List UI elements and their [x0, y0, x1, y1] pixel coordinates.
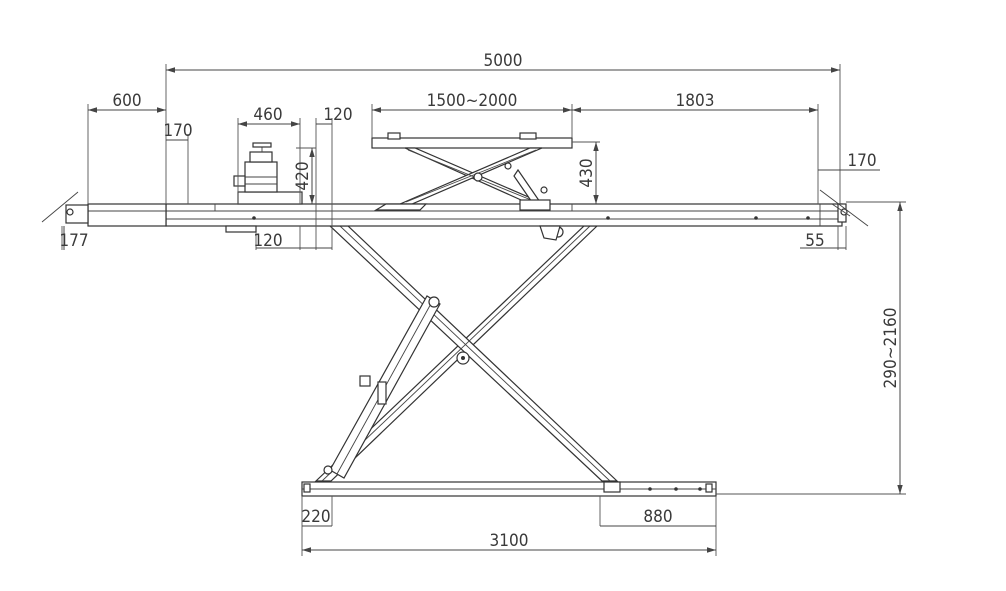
lift-structure [41, 132, 869, 497]
main-deck [165, 203, 843, 227]
extension-lines [61, 64, 906, 556]
dim-base-right: 880 [643, 507, 672, 527]
dim-lift-height: 290~2160 [881, 308, 901, 389]
jacking-beam [371, 132, 573, 241]
dim-end-right: 170 [847, 151, 876, 171]
left-extension [41, 191, 167, 227]
dim-right-offset: 55 [805, 231, 824, 251]
dimension-lines [63, 67, 903, 553]
dim-ramp-height: 177 [59, 231, 88, 251]
dim-base-length: 3100 [490, 531, 529, 551]
scissor-arms [314, 225, 619, 482]
dim-pad-height: 420 [293, 161, 313, 190]
dim-pad-gap: 120 [323, 105, 352, 125]
base-frame [301, 481, 717, 497]
dim-ext-left: 600 [112, 91, 141, 111]
dim-end-left: 170 [163, 121, 192, 141]
dim-jack-height: 430 [577, 158, 597, 187]
dimension-labels: 5000 600 170 460 120 1500~2000 1803 170 … [59, 51, 901, 551]
dim-pad-offset: 120 [253, 231, 282, 251]
dim-total-length: 5000 [484, 51, 523, 71]
support-pad [225, 142, 303, 233]
dim-jack-range: 1500~2000 [427, 91, 518, 111]
right-end [819, 189, 869, 227]
dim-base-left: 220 [301, 507, 330, 527]
dim-pad-width: 460 [253, 105, 282, 125]
dim-deck-right: 1803 [676, 91, 715, 111]
